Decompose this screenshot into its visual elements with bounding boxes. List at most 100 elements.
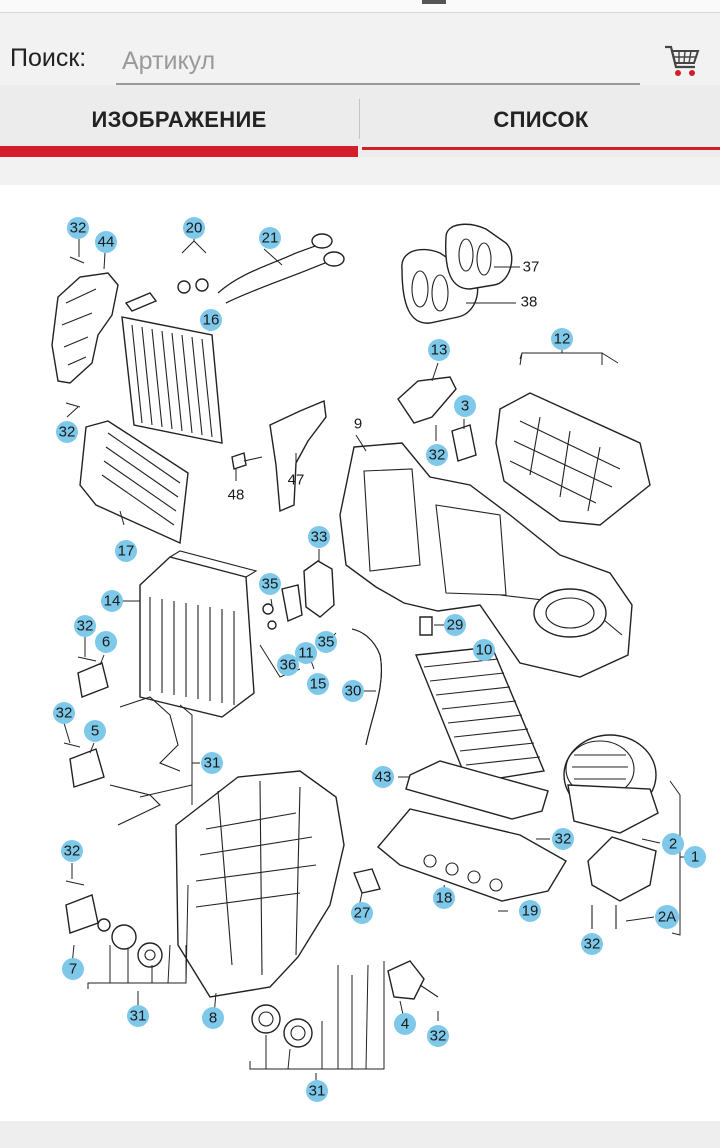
search-label: Поиск: [10, 44, 87, 72]
svg-text:44: 44 [98, 234, 115, 251]
svg-text:12: 12 [554, 331, 571, 348]
callout-27[interactable]: 27 [351, 902, 373, 924]
svg-text:43: 43 [375, 769, 392, 786]
tab-divider [359, 99, 360, 139]
callout-17[interactable]: 17 [115, 540, 137, 562]
svg-text:31: 31 [130, 1008, 147, 1025]
svg-text:36: 36 [280, 657, 297, 674]
callout-32-f[interactable]: 32 [552, 828, 574, 850]
svg-text:32: 32 [64, 843, 81, 860]
svg-text:19: 19 [522, 903, 539, 920]
svg-text:1: 1 [691, 849, 699, 866]
svg-text:31: 31 [204, 755, 221, 772]
callout-29[interactable]: 29 [444, 614, 466, 636]
callout-2[interactable]: 2 [662, 833, 684, 855]
svg-text:48: 48 [228, 487, 245, 504]
callout-1[interactable]: 1 [684, 846, 706, 868]
svg-text:20: 20 [186, 220, 203, 237]
svg-text:29: 29 [447, 617, 464, 634]
svg-text:11: 11 [298, 645, 314, 662]
svg-text:5: 5 [91, 723, 99, 740]
callout-3[interactable]: 3 [454, 395, 476, 417]
svg-text:31: 31 [309, 1083, 326, 1100]
search-bar: Поиск: [0, 13, 720, 85]
svg-text:38: 38 [521, 294, 538, 311]
callout-10[interactable]: 10 [473, 639, 495, 661]
callout-6[interactable]: 6 [95, 631, 117, 653]
callout-32-g[interactable]: 32 [581, 933, 603, 955]
callout-4[interactable]: 4 [394, 1013, 416, 1035]
svg-text:21: 21 [262, 230, 279, 247]
parts-artwork [51, 223, 659, 1048]
svg-text:33: 33 [311, 529, 328, 546]
tab-list-label: СПИСОК [493, 107, 589, 132]
svg-text:32: 32 [555, 831, 572, 848]
tab-list-indicator [362, 147, 720, 150]
svg-text:3: 3 [461, 398, 469, 415]
callout-36[interactable]: 36 [277, 654, 299, 676]
svg-text:17: 17 [118, 543, 135, 560]
callout-32-d[interactable]: 32 [74, 615, 96, 637]
callout-5[interactable]: 5 [84, 720, 106, 742]
callout-8[interactable]: 8 [202, 1007, 224, 1029]
svg-text:2A: 2A [658, 909, 676, 926]
bottom-bar [0, 1121, 720, 1148]
callout-2a[interactable]: 2A [655, 905, 679, 929]
callout-44[interactable]: 44 [95, 231, 117, 253]
svg-text:8: 8 [209, 1010, 217, 1027]
callout-13[interactable]: 13 [428, 339, 450, 361]
svg-text:13: 13 [431, 342, 448, 359]
callout-20[interactable]: 20 [183, 217, 205, 239]
svg-text:32: 32 [584, 936, 601, 953]
callout-32-b[interactable]: 32 [56, 421, 78, 443]
tab-image[interactable]: ИЗОБРАЖЕНИЕ [0, 85, 358, 157]
search-input[interactable] [116, 39, 640, 85]
callout-43[interactable]: 43 [372, 766, 394, 788]
callout-32-e[interactable]: 32 [53, 702, 75, 724]
callout-32-h[interactable]: 32 [61, 840, 83, 862]
callout-12[interactable]: 12 [551, 328, 573, 350]
svg-text:7: 7 [69, 961, 77, 978]
svg-text:16: 16 [203, 312, 220, 329]
status-bar [0, 0, 720, 13]
callout-32-i[interactable]: 32 [427, 1025, 449, 1047]
callout-33[interactable]: 33 [308, 526, 330, 548]
callout-35-b[interactable]: 35 [315, 631, 337, 653]
callout-48[interactable]: 48 [228, 487, 245, 504]
callout-38[interactable]: 38 [521, 294, 538, 311]
svg-text:35: 35 [318, 634, 335, 651]
shopping-cart-icon[interactable] [662, 41, 702, 81]
svg-text:32: 32 [429, 447, 446, 464]
callout-31-a[interactable]: 31 [201, 752, 223, 774]
callout-16[interactable]: 16 [200, 309, 222, 331]
callout-19[interactable]: 19 [519, 900, 541, 922]
callout-21[interactable]: 21 [259, 227, 281, 249]
svg-text:9: 9 [354, 416, 362, 433]
tab-list[interactable]: СПИСОК [362, 85, 720, 157]
callout-14[interactable]: 14 [101, 590, 123, 612]
leader-lines [63, 229, 690, 1081]
svg-text:32: 32 [56, 705, 73, 722]
callout-15[interactable]: 15 [307, 673, 329, 695]
callout-37[interactable]: 37 [523, 259, 540, 276]
svg-text:32: 32 [77, 618, 94, 635]
drag-handle [422, 0, 446, 4]
callout-11[interactable]: 11 [295, 642, 317, 664]
callout-32-c[interactable]: 32 [426, 444, 448, 466]
svg-text:47: 47 [288, 472, 305, 489]
callout-9[interactable]: 9 [354, 416, 362, 433]
svg-text:15: 15 [310, 676, 327, 693]
callout-35-a[interactable]: 35 [259, 573, 281, 595]
parts-diagram[interactable]: 32 44 20 21 16 32 17 48 47 9 13 3 32 12 … [0, 185, 720, 1121]
svg-text:10: 10 [476, 642, 493, 659]
svg-text:6: 6 [102, 634, 110, 651]
callout-18[interactable]: 18 [433, 887, 455, 909]
callout-31-b[interactable]: 31 [127, 1005, 149, 1027]
svg-text:27: 27 [354, 905, 371, 922]
callout-32-a[interactable]: 32 [67, 217, 89, 239]
callout-30[interactable]: 30 [342, 680, 364, 702]
svg-text:37: 37 [523, 259, 540, 276]
callout-7[interactable]: 7 [62, 958, 84, 980]
callout-47[interactable]: 47 [288, 472, 305, 489]
callout-31-c[interactable]: 31 [306, 1080, 328, 1102]
